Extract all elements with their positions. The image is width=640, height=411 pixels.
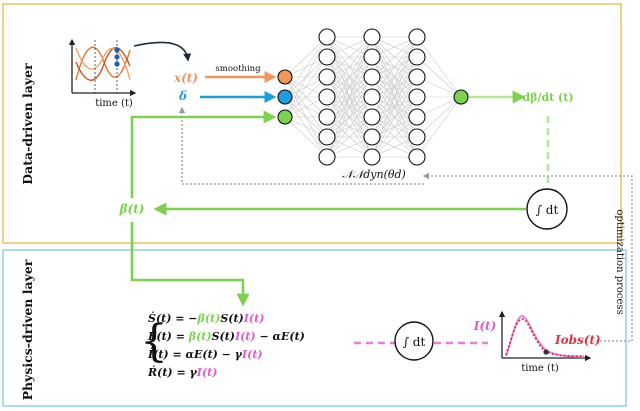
I-label: I(t) — [473, 319, 497, 333]
output-plot: I(t) Iobs(t) time (t) — [473, 310, 601, 374]
nn-edge — [416, 36, 462, 98]
beta-label: β(t) — [119, 202, 145, 216]
sample-point — [114, 54, 120, 60]
svg-text:{: { — [140, 316, 168, 367]
optimization-path — [422, 172, 633, 342]
integrator-top — [526, 188, 568, 230]
sample-point — [114, 47, 120, 53]
nn-edge — [416, 96, 462, 158]
nn-neuron — [318, 28, 336, 46]
nn-edge — [284, 36, 328, 78]
beta-to-equations-arrow — [130, 222, 250, 307]
nn-neuron — [453, 89, 469, 105]
integrator-bottom-label: ∫ dt — [403, 335, 426, 349]
nn-edge — [371, 76, 418, 158]
nn-neuron — [363, 48, 381, 66]
input-time-axis-label: time (t) — [95, 98, 133, 109]
nn-neuron — [277, 69, 293, 85]
nn-neuron — [408, 128, 426, 146]
optimization-label: optimization process — [614, 209, 625, 314]
equation-S: Ṡ(t) = −β(t)S(t)I(t) — [148, 311, 264, 325]
optimization-branch — [178, 106, 424, 185]
I-curve — [505, 315, 585, 358]
nn-edge — [416, 96, 462, 138]
nn-edge — [326, 116, 373, 158]
nn-edge — [416, 56, 462, 98]
I-obs-label: Iobs(t) — [554, 333, 601, 347]
output-time-axis-label: time (t) — [521, 363, 559, 374]
nn-neuron — [363, 128, 381, 146]
nn-neuron — [318, 128, 336, 146]
network-label: 𝒩𝒩dyn(θd) — [342, 168, 406, 181]
nn-neuron — [408, 148, 426, 166]
physics-layer-frame — [2, 249, 627, 407]
I-obs-curve — [505, 318, 585, 357]
nn-neuron — [363, 28, 381, 46]
nn-neuron — [318, 48, 336, 66]
delta-input-label: δ — [178, 89, 187, 103]
nn-edge — [284, 76, 328, 118]
integrator-bottom — [394, 321, 434, 361]
equation-E: Ė(t) = β(t)S(t)I(t) − αE(t) — [147, 329, 305, 343]
nn-edge — [371, 36, 418, 98]
seir-equations: { Ṡ(t) = −β(t)S(t)I(t) Ė(t) = β(t)S(t)I(… — [140, 311, 305, 379]
series-curve-1 — [75, 46, 131, 81]
nn-neuron — [363, 88, 381, 106]
nn-neuron — [363, 148, 381, 166]
I-obs-point — [543, 349, 549, 355]
nn-edge — [371, 96, 418, 158]
data-layer-title: Data-driven layer — [20, 63, 35, 185]
nn-neuron — [318, 148, 336, 166]
physics-layer-title: Physics-driven layer — [20, 259, 35, 400]
integrator-top-label: ∫ dt — [536, 203, 559, 217]
data-layer-frame — [2, 3, 622, 244]
x-input-label: x(t) — [173, 71, 198, 85]
equation-I: İ(t) = αE(t) − γI(t) — [147, 347, 263, 361]
nn-edge — [284, 56, 328, 118]
nn-neuron — [363, 108, 381, 126]
nn-neuron — [363, 68, 381, 86]
nn-neuron — [318, 88, 336, 106]
nn-neuron — [408, 108, 426, 126]
nn-edge — [326, 36, 373, 78]
nn-neuron — [408, 68, 426, 86]
nn-edge — [326, 36, 373, 98]
dbeta-dt-label: dβ/dt (t) — [522, 91, 573, 104]
nn-edge — [371, 116, 418, 158]
nn-edge — [371, 36, 418, 118]
nn-edge — [284, 116, 328, 158]
nn-neuron — [318, 108, 336, 126]
series-curve-3 — [75, 47, 131, 81]
nn-edge — [326, 96, 373, 158]
series-curve-2 — [75, 47, 131, 81]
nn-neuron — [408, 28, 426, 46]
sample-point — [114, 61, 120, 67]
plot-to-network-arrow — [133, 41, 192, 62]
equation-R: Ṙ(t) = γI(t) — [147, 365, 217, 379]
nn-neuron — [277, 109, 293, 125]
input-timeseries-plot: time (t) — [68, 38, 137, 109]
nn-edge — [284, 36, 328, 98]
nn-neuron — [318, 68, 336, 86]
nn-edge — [284, 36, 328, 118]
beta-feedback-arrow — [130, 110, 277, 198]
nn-neuron — [408, 48, 426, 66]
neural-network — [277, 28, 469, 166]
smoothing-label: smoothing — [215, 64, 261, 74]
nn-neuron — [408, 88, 426, 106]
nn-edge — [326, 36, 373, 118]
nn-edge — [371, 36, 418, 78]
nn-neuron — [277, 89, 293, 105]
nn-edge — [326, 76, 373, 158]
